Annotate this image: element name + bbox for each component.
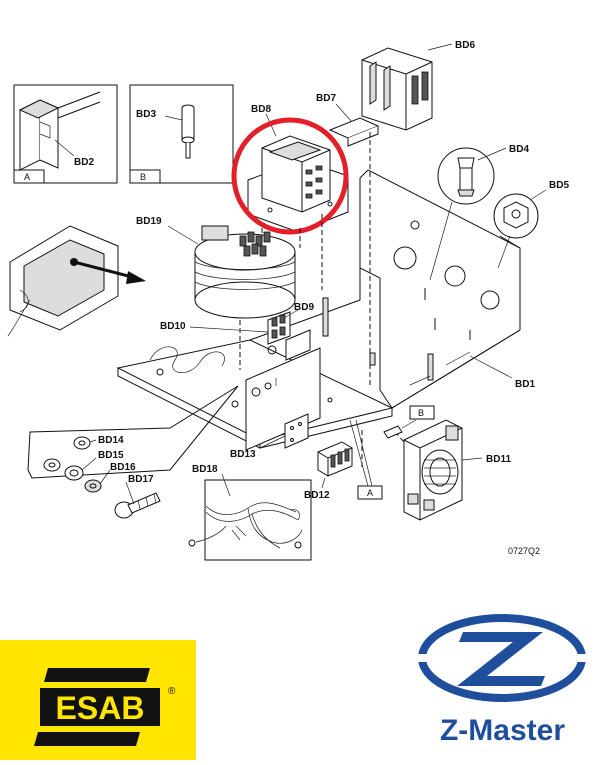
esab-logo-text: ESAB <box>56 690 145 726</box>
bracket-bd7: BD7 <box>316 93 380 147</box>
hardware-detail-bd14-bd17: BD14 BD15 BD16 BD17 <box>27 385 239 519</box>
callout-a: A <box>349 419 383 500</box>
label-bd10: BD10 <box>160 321 186 332</box>
connector-bd12: BD12 <box>304 441 353 501</box>
left-bracket-detail <box>7 225 146 337</box>
detail-box-a-letter: A <box>24 172 30 182</box>
relay-bd6: BD6 <box>361 40 475 131</box>
callout-a-letter: A <box>367 488 373 498</box>
callout-b: B <box>383 405 435 439</box>
label-bd3: BD3 <box>136 109 156 120</box>
label-bd19: BD19 <box>136 216 162 227</box>
label-bd15: BD15 <box>98 450 124 461</box>
label-bd6: BD6 <box>455 40 475 51</box>
label-bd16: BD16 <box>110 462 136 473</box>
label-bd8: BD8 <box>251 104 271 115</box>
magnifier-bd4: BD4 <box>429 144 529 281</box>
label-bd12: BD12 <box>304 490 330 501</box>
callout-b-letter: B <box>418 408 424 418</box>
pcb-bd11: BD11 <box>403 419 511 521</box>
chassis-bd1: BD1 <box>249 169 535 409</box>
wire-harness-bd18: BD18 <box>188 464 312 561</box>
label-bd17: BD17 <box>128 474 154 485</box>
detail-box-b: B BD3 <box>129 84 234 184</box>
highlight-circle <box>231 117 349 235</box>
label-bd2: BD2 <box>74 157 94 168</box>
label-bd1: BD1 <box>515 379 535 390</box>
transformer-bd8: BD8 <box>247 104 349 233</box>
label-bd18: BD18 <box>192 464 218 475</box>
zmaster-logo: Z-Master <box>405 610 600 760</box>
label-bd7: BD7 <box>316 93 336 104</box>
label-bd5: BD5 <box>549 180 569 191</box>
magnifier-bd5: BD5 <box>493 180 569 269</box>
label-bd13: BD13 <box>230 449 256 460</box>
component-bd10: BD10 <box>160 321 277 355</box>
detail-box-a: A BD2 <box>13 84 118 184</box>
label-bd9: BD9 <box>294 302 314 313</box>
detail-box-b-letter: B <box>140 172 146 182</box>
transformer-bd19: BD19 <box>136 216 296 319</box>
label-bd11: BD11 <box>486 454 511 465</box>
zmaster-z-mark <box>457 632 545 686</box>
transformer-terminals <box>239 231 271 257</box>
plate-bd13: BD13 <box>230 413 309 460</box>
esab-registered-mark: ® <box>168 686 176 697</box>
terminal-block-bd9: BD9 <box>267 302 314 361</box>
label-bd4: BD4 <box>509 144 529 155</box>
figure-code: 0727Q2 <box>508 546 540 556</box>
label-bd14: BD14 <box>98 435 124 446</box>
exploded-parts-diagram: A BD2 B BD3 BD6 BD7 <box>7 40 569 561</box>
zmaster-logo-text: Z-Master <box>439 714 566 747</box>
esab-logo: ESAB ® <box>0 640 196 760</box>
